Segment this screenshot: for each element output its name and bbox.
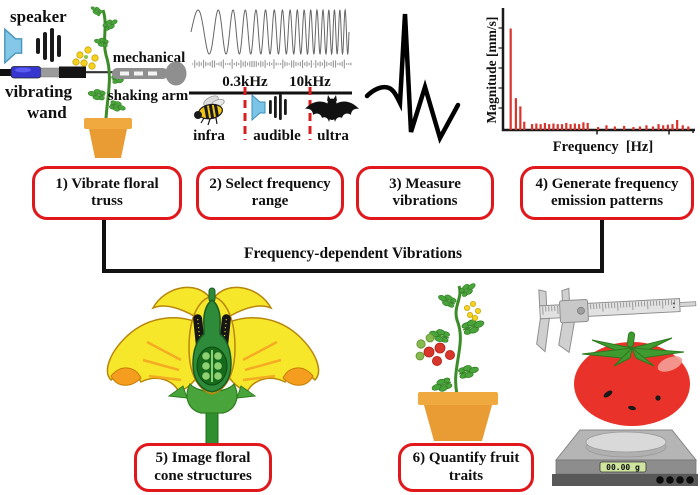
scale-icon: 00.00 g xyxy=(552,429,698,486)
speaker-label: speaker xyxy=(10,7,67,26)
vibration-trace-icon xyxy=(364,13,461,144)
bee-icon xyxy=(194,95,225,126)
pot-icon xyxy=(84,118,132,158)
spectrum-x-ticks xyxy=(596,130,694,135)
flower-sepals-stem xyxy=(167,382,257,447)
arm-label-line2: shaking arm xyxy=(108,88,189,104)
tomato-fruits xyxy=(415,333,456,367)
plant-illustration xyxy=(72,3,132,158)
ovules xyxy=(202,350,222,382)
tomato-icon xyxy=(574,331,690,426)
pistil xyxy=(192,287,232,393)
flower-cluster-icon xyxy=(72,46,99,70)
frequency-axis-label: Frequency [Hz] xyxy=(553,139,653,155)
infra-label: infra xyxy=(193,128,225,144)
flower-orange-accents xyxy=(110,367,314,386)
panel-vibration-trace xyxy=(364,13,461,144)
plant-flowers xyxy=(464,300,482,322)
wand-label-line2: wand xyxy=(27,103,67,122)
flower-rays xyxy=(142,340,282,382)
arm-label-line1: mechanical xyxy=(113,50,186,66)
step-box-5: 5) Image floral cone structures xyxy=(134,443,272,492)
step-box-6: 6) Quantify fruit traits xyxy=(398,443,534,492)
scale-display-value: 00.00 g xyxy=(606,463,640,472)
bracket-line-left xyxy=(102,220,106,272)
amplitude-envelope xyxy=(192,59,352,69)
ultra-label: ultra xyxy=(317,128,349,144)
bracket-line-right xyxy=(600,220,604,272)
pot-icon xyxy=(418,392,498,441)
tomato-seeds xyxy=(603,390,661,411)
speaker-icon xyxy=(4,27,23,65)
wand-label-line1: vibrating xyxy=(5,82,73,101)
bracket-line-horizontal xyxy=(102,269,604,273)
audible-label: audible xyxy=(253,128,301,144)
tomato-calyx xyxy=(581,331,685,367)
spectrum-y-ticks xyxy=(498,27,503,109)
tomato-plant-illustration xyxy=(415,279,498,441)
freq-high-label: 10kHz xyxy=(289,74,331,90)
step-box-1: 1) Vibrate floral truss xyxy=(32,166,182,220)
step-box-4: 4) Generate frequency emission patterns xyxy=(520,166,694,220)
freq-low-label: 0.3kHz xyxy=(222,74,268,90)
flower-cross-section xyxy=(106,286,320,447)
chirp-waveform xyxy=(190,8,350,56)
spectrum-axes xyxy=(501,8,695,132)
step-box-2: 2) Select frequency range xyxy=(196,166,344,220)
bracket-label: Frequency-dependent Vibrations xyxy=(243,245,463,262)
scale-buttons xyxy=(656,476,694,484)
panel-frequency-range: 0.3kHz 10kHz xyxy=(189,8,359,144)
sound-waves-icon xyxy=(36,28,61,62)
spectrum-bars xyxy=(509,28,690,130)
audible-speaker-icon xyxy=(251,93,287,122)
step-box-3: 3) Measure vibrations xyxy=(356,166,494,220)
spectrum-chart: Magnitude [mm/s] Frequency [Hz] xyxy=(484,8,695,155)
magnitude-axis-label: Magnitude [mm/s] xyxy=(484,17,499,124)
caliper-icon xyxy=(536,287,697,354)
panel-vibrate-illustration: speaker vibrating wand xyxy=(0,3,189,158)
bat-icon xyxy=(305,95,359,122)
scale-display xyxy=(599,461,647,473)
mechanical-arm-icon xyxy=(112,61,187,86)
